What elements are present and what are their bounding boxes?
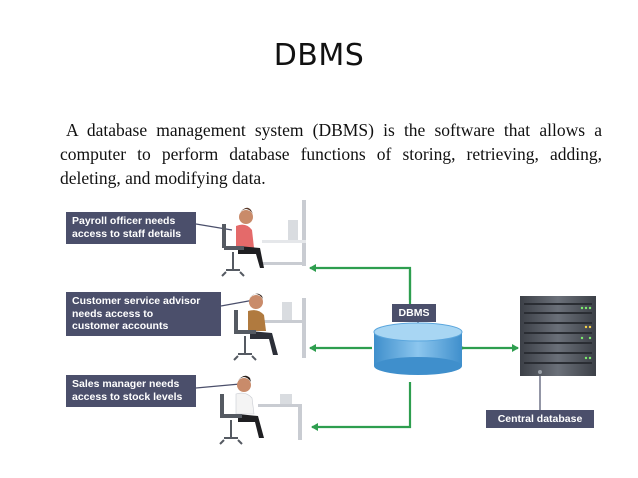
central-database-label: Central database bbox=[486, 410, 594, 428]
connector-line-1 bbox=[195, 223, 233, 231]
connector-line-2 bbox=[220, 299, 255, 307]
payroll-officer-label: Payroll officer needs access to staff de… bbox=[66, 212, 196, 244]
server-rack-icon bbox=[520, 296, 596, 376]
arrow-dbms-to-sales bbox=[311, 382, 412, 431]
dbms-cylinder-icon bbox=[373, 322, 463, 375]
payroll-officer-figure bbox=[221, 200, 306, 277]
arrow-dbms-to-payroll bbox=[309, 264, 412, 305]
slide-body-text: A database management system (DBMS) is t… bbox=[60, 120, 602, 188]
customer-advisor-figure bbox=[233, 293, 306, 361]
slide-title: DBMS bbox=[273, 38, 365, 73]
customer-advisor-label: Customer service advisor needs access to… bbox=[66, 292, 221, 336]
sales-manager-figure bbox=[219, 375, 302, 445]
dbms-label: DBMS bbox=[392, 304, 436, 322]
connector-line-3 bbox=[195, 383, 241, 389]
sales-manager-label: Sales manager needs access to stock leve… bbox=[66, 375, 196, 407]
